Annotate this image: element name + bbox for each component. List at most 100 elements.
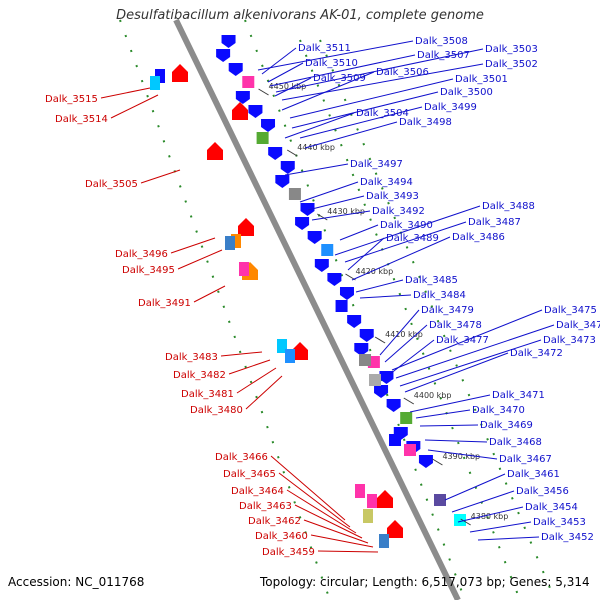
gene-label-right: Dalk_3490 xyxy=(380,220,433,231)
leader-line xyxy=(284,112,355,139)
leader-line xyxy=(304,121,398,149)
gene-block xyxy=(363,509,373,523)
leader-line xyxy=(193,285,226,303)
leader-line xyxy=(307,195,365,211)
gene-label-right: Dalk_3456 xyxy=(516,486,569,497)
gene-label-right: Dalk_3452 xyxy=(541,532,594,543)
reverse-gene-arrow xyxy=(339,287,354,300)
forward-gene-arrow xyxy=(232,102,248,120)
gene-block xyxy=(277,339,287,353)
kbp-marker-label: 4410 kbp xyxy=(385,330,423,339)
leader-line xyxy=(427,449,498,460)
gene-label-left: Dalk_3460 xyxy=(255,531,308,542)
gene-label-left: Dalk_3514 xyxy=(55,114,108,125)
reverse-gene-arrow xyxy=(359,329,374,342)
leader-line xyxy=(281,71,375,111)
leader-line xyxy=(100,87,151,99)
gene-block xyxy=(256,132,269,144)
gene-label-left: Dalk_3466 xyxy=(215,452,268,463)
forward-gene-arrow xyxy=(172,64,188,82)
reverse-gene-arrow xyxy=(300,203,315,216)
gene-block xyxy=(288,188,301,200)
kbp-tick xyxy=(286,149,298,157)
reverse-gene-arrow xyxy=(248,105,263,118)
gene-label-right: Dalk_3477 xyxy=(436,335,489,346)
reverse-gene-arrow xyxy=(228,63,243,76)
feature-layer xyxy=(150,35,466,548)
gene-block xyxy=(367,494,377,508)
gene-label-right: Dalk_3501 xyxy=(455,74,508,85)
leader-line xyxy=(389,339,435,375)
leader-line xyxy=(334,205,481,256)
kbp-marker-label: 4430 kbp xyxy=(327,207,365,216)
leader-line xyxy=(220,351,263,357)
reverse-gene-arrow xyxy=(374,385,389,398)
gene-label-right: Dalk_3470 xyxy=(472,405,525,416)
leader-line xyxy=(291,91,439,129)
gene-label-right: Dalk_3500 xyxy=(440,87,493,98)
gene-label-right: Dalk_3488 xyxy=(482,201,535,212)
accession-text: Accession: NC_011768 xyxy=(8,575,145,589)
reverse-gene-arrow xyxy=(221,35,236,48)
leader-line xyxy=(303,519,369,544)
gene-block xyxy=(231,234,241,248)
gene-label-left: Dalk_3459 xyxy=(262,547,315,558)
gene-label-right: Dalk_3454 xyxy=(525,502,578,513)
gene-label-right: Dalk_3486 xyxy=(452,232,505,243)
gene-label-right: Dalk_3509 xyxy=(313,73,366,84)
gene-label-left: Dalk_3482 xyxy=(173,370,226,381)
gene-label-right: Dalk_3492 xyxy=(372,206,425,217)
gene-label-right: Dalk_3471 xyxy=(492,390,545,401)
gene-block xyxy=(400,412,413,424)
gene-label-left: Dalk_3462 xyxy=(248,516,301,527)
leader-line xyxy=(395,324,555,379)
gene-label-right: Dalk_3507 xyxy=(417,50,470,61)
gene-label-left: Dalk_3480 xyxy=(190,405,243,416)
gene-label-left: Dalk_3481 xyxy=(181,389,234,400)
gene-label-left: Dalk_3505 xyxy=(85,179,138,190)
leader-line xyxy=(286,489,357,534)
gene-label-left: Dalk_3483 xyxy=(165,352,218,363)
reverse-gene-arrow xyxy=(261,119,276,132)
leader-line xyxy=(299,181,359,203)
kbp-marker-label: 4420 kbp xyxy=(356,267,394,276)
gene-label-right: Dalk_3461 xyxy=(507,469,560,480)
kbp-tick xyxy=(374,336,386,344)
gene-label-layer: Dalk_3515Dalk_3514Dalk_3505Dalk_3496Dalk… xyxy=(45,36,600,558)
leader-line xyxy=(391,309,543,371)
leader-line xyxy=(477,536,540,541)
gene-block xyxy=(434,494,446,506)
leader-line xyxy=(339,224,379,241)
leader-line xyxy=(284,163,349,176)
leader-line xyxy=(275,48,484,93)
forward-gene-arrow xyxy=(207,142,223,160)
reverse-gene-arrow xyxy=(314,259,329,272)
gene-block xyxy=(239,262,249,276)
gene-label-right: Dalk_3467 xyxy=(499,454,552,465)
leader-line-layer xyxy=(100,40,555,553)
reverse-gene-arrow xyxy=(418,455,433,468)
gene-block xyxy=(369,374,381,386)
gene-label-right: Dalk_3468 xyxy=(489,437,542,448)
leader-line xyxy=(457,506,524,523)
leader-line xyxy=(409,394,491,413)
leader-line xyxy=(311,210,371,221)
leader-line xyxy=(294,504,363,539)
gene-label-right: Dalk_3484 xyxy=(413,290,466,301)
leader-line xyxy=(267,62,304,83)
leader-line xyxy=(347,237,385,271)
gene-block xyxy=(321,244,334,256)
gene-label-right: Dalk_3498 xyxy=(399,117,452,128)
leader-line xyxy=(415,409,471,419)
gene-label-right: Dalk_3493 xyxy=(366,191,419,202)
reverse-gene-arrow xyxy=(354,343,369,356)
leader-line xyxy=(177,249,223,270)
kbp-tick xyxy=(403,397,415,405)
gene-label-right: Dalk_3472 xyxy=(510,348,563,359)
genome-backbone xyxy=(173,18,461,600)
kbp-marker-label: 4440 kbp xyxy=(297,143,335,152)
gene-label-left: Dalk_3463 xyxy=(239,501,292,512)
gene-label-right: Dalk_3453 xyxy=(533,517,586,528)
kbp-tick xyxy=(317,213,328,221)
